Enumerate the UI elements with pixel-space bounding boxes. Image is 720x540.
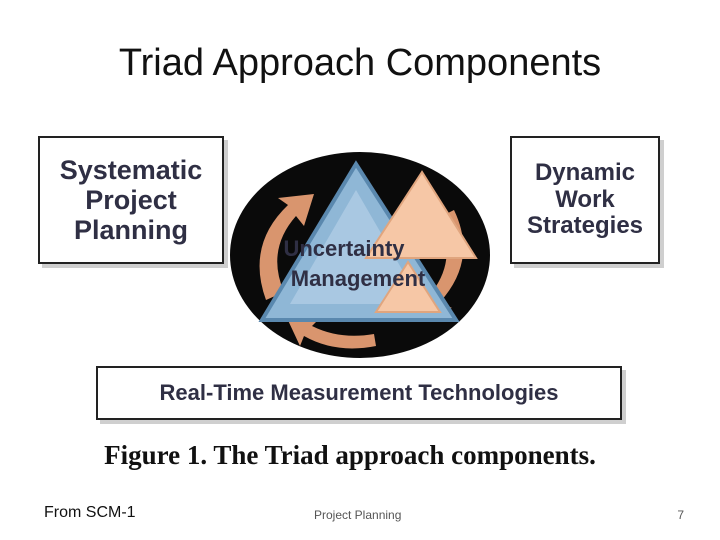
peach-triangle-lower	[374, 260, 442, 313]
peach-triangle	[364, 170, 478, 259]
systematic-project-planning-box: Systematic Project Planning	[38, 136, 224, 264]
uncertainty-label: Uncertainty	[283, 236, 405, 261]
inner-blue-triangle	[290, 190, 422, 304]
left-curved-arrow-icon	[259, 194, 314, 300]
dws-line-3: Strategies	[526, 212, 644, 240]
spp-line-1: Systematic	[59, 154, 203, 185]
management-label: Management	[291, 266, 426, 291]
spp-line-3: Planning	[74, 215, 188, 246]
triad-diagram: Uncertainty Management	[230, 152, 490, 358]
spp-line-2: Project	[85, 184, 177, 215]
bottom-curved-arrow-icon	[286, 316, 376, 349]
dws-line-2: Work	[555, 185, 615, 213]
dws-line-1: Dynamic	[534, 158, 636, 186]
footer-center: Project Planning	[314, 508, 402, 522]
slide-title: Triad Approach Components	[118, 42, 602, 84]
real-time-measurement-box: Real-Time Measurement Technologies	[96, 366, 622, 420]
rtmt-label: Real-Time Measurement Technologies	[159, 379, 559, 405]
page-number: 7	[677, 508, 684, 522]
footer-source: From SCM-1	[44, 504, 136, 521]
figure-caption: Figure 1. The Triad approach components.	[104, 440, 596, 470]
dynamic-work-strategies-box: Dynamic Work Strategies	[510, 136, 660, 264]
